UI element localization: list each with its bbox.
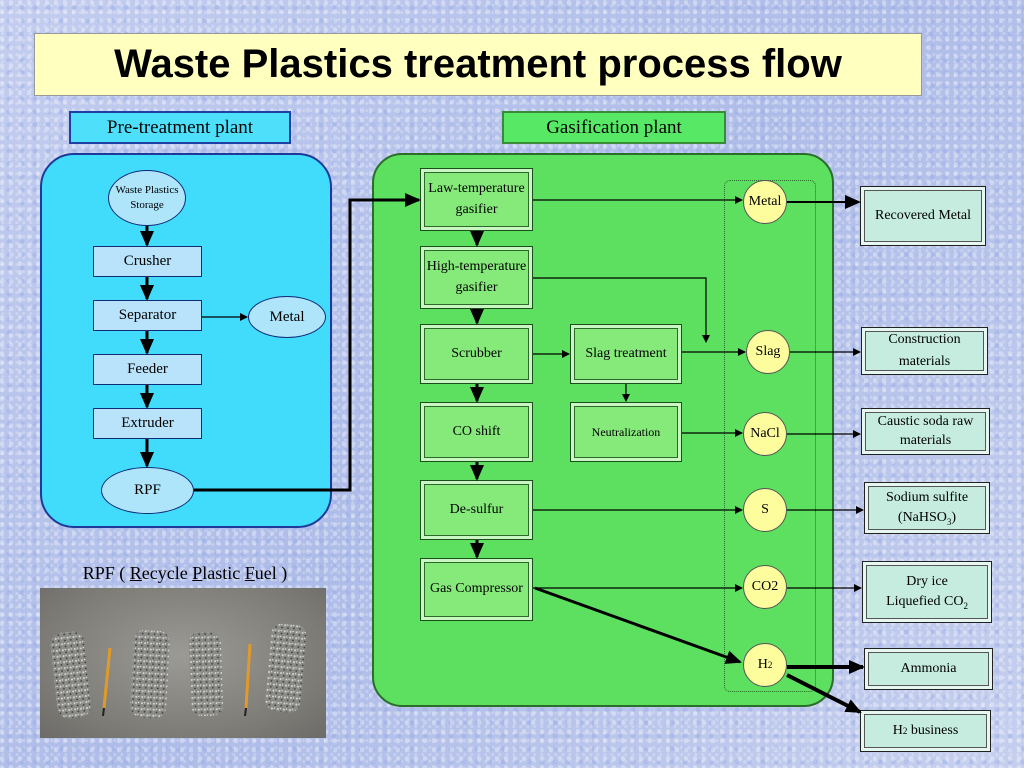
waste-plastics-storage-node: Waste Plastics Storage — [108, 170, 186, 226]
caption-prefix: RPF ( — [82, 563, 130, 583]
scrubber-node: Scrubber — [420, 324, 533, 384]
dry-ice-output: Dry ice Liquefied CO2 — [862, 561, 992, 623]
nacl-circle: NaCl — [743, 412, 787, 456]
gasification-plant-label: Gasification plant — [502, 111, 726, 144]
h2-business-subscript: 2 — [902, 725, 908, 736]
page-title: Waste Plastics treatment process flow — [34, 33, 922, 96]
sodium-sulfite-label: Sodium sulfite — [885, 490, 969, 505]
co-shift-node: CO shift — [420, 402, 533, 462]
h2-business-prefix: H — [892, 723, 903, 739]
separator-node: Separator — [93, 300, 202, 331]
caption-f: F — [244, 563, 255, 583]
metal-ellipse-node: Metal — [248, 296, 326, 338]
neutralization-node: Neutralization — [570, 402, 682, 462]
co2-circle: CO2 — [743, 565, 787, 609]
h2-business-suffix: business — [907, 723, 959, 739]
rpf-caption: RPF ( Recycle Plastic Fuel ) — [40, 563, 330, 589]
dry-ice-label: Dry ice — [906, 574, 948, 589]
caption-ecycle: ecycle — [141, 563, 193, 583]
metal-circle: Metal — [743, 180, 787, 224]
construction-materials-output: Construction materials — [861, 327, 988, 375]
low-temperature-gasifier-node: Law-temperature gasifier — [420, 168, 533, 231]
formula-suffix: ) — [951, 509, 957, 525]
slag-circle: Slag — [746, 330, 790, 374]
slag-treatment-node: Slag treatment — [570, 324, 682, 384]
formula-prefix: (NaHSO — [897, 509, 947, 525]
pretreatment-panel — [40, 153, 332, 528]
pretreatment-plant-label: Pre-treatment plant — [69, 111, 291, 144]
caption-p: P — [192, 563, 203, 583]
feeder-node: Feeder — [93, 354, 202, 385]
h2-circle-label: H — [757, 657, 768, 672]
rpf-pellets-illustration — [50, 623, 307, 719]
crusher-node: Crusher — [93, 246, 202, 277]
sodium-sulfite-formula: (NaHSO3) — [898, 508, 956, 528]
formula-subscript: 3 — [946, 516, 952, 527]
gas-compressor-node: Gas Compressor — [420, 558, 533, 621]
h2-circle-subscript: 2 — [767, 660, 773, 670]
liquefied-co2-prefix: Liquefied CO — [886, 593, 964, 609]
caption-lastic: lastic — [202, 563, 245, 583]
liquefied-co2-label: Liquefied CO2 — [886, 592, 968, 612]
ammonia-output: Ammonia — [864, 648, 993, 690]
caption-r: R — [129, 563, 142, 583]
liquefied-co2-subscript: 2 — [963, 600, 968, 611]
rpf-photo — [40, 588, 326, 738]
caustic-soda-output: Caustic soda raw materials — [861, 408, 990, 455]
sulfur-circle: S — [743, 488, 787, 532]
desulfur-node: De-sulfur — [420, 480, 533, 540]
recovered-metal-output: Recovered Metal — [860, 186, 986, 246]
caption-uel: uel ) — [254, 563, 288, 583]
sodium-sulfite-output: Sodium sulfite (NaHSO3) — [864, 482, 990, 534]
high-temperature-gasifier-node: High-temperature gasifier — [420, 246, 533, 309]
